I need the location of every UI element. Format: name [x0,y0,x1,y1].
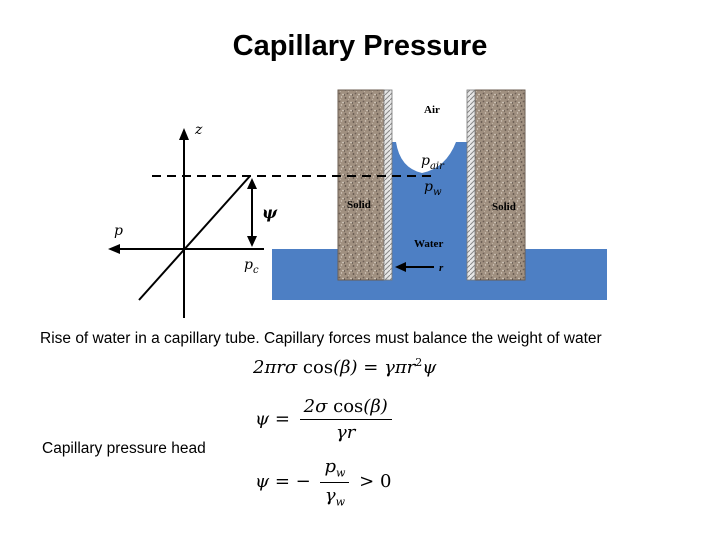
solid-wall-left [337,89,385,281]
force-balance-equation: 2πrσ cos(β) = γπr2ψ [253,356,437,378]
air-label: Air [424,104,440,116]
water-column [392,142,470,260]
p-w-label: pw [424,179,442,198]
psi-arrowhead-bottom [247,236,257,247]
solid-left-label: Solid [347,199,371,211]
p-axis-label: p [114,223,123,239]
z-axis-arrowhead [179,128,189,140]
pressure-head-fraction: pw γw [320,456,350,508]
tube-lining-right [466,89,476,281]
psi-arrowhead-top [247,178,257,189]
radius-arrowhead [395,262,406,272]
psi-fraction: 2σ cos(β) γr [299,396,392,443]
pressure-head-equation: ψ = − pw γw > 0 [255,456,392,509]
slide-title: Capillary Pressure [232,30,488,62]
psi-label: ψ [262,203,278,222]
z-axis-label: z [194,122,203,138]
capillary-pressure-head-label: Capillary pressure head [42,440,206,457]
pressure-profile-line [138,175,251,301]
solid-wall-right [474,89,526,281]
radius-label: r [439,262,444,274]
p-air-label: pair [421,153,445,172]
solid-right-label: Solid [492,201,516,213]
figure-caption: Rise of water in a capillary tube. Capil… [40,330,602,347]
pc-label: pc [244,257,259,276]
psi-equation: ψ = 2σ cos(β) γr [255,396,396,443]
tube-lining-left [383,89,393,281]
water-label: Water [414,238,443,250]
p-axis-arrowhead [108,244,120,254]
